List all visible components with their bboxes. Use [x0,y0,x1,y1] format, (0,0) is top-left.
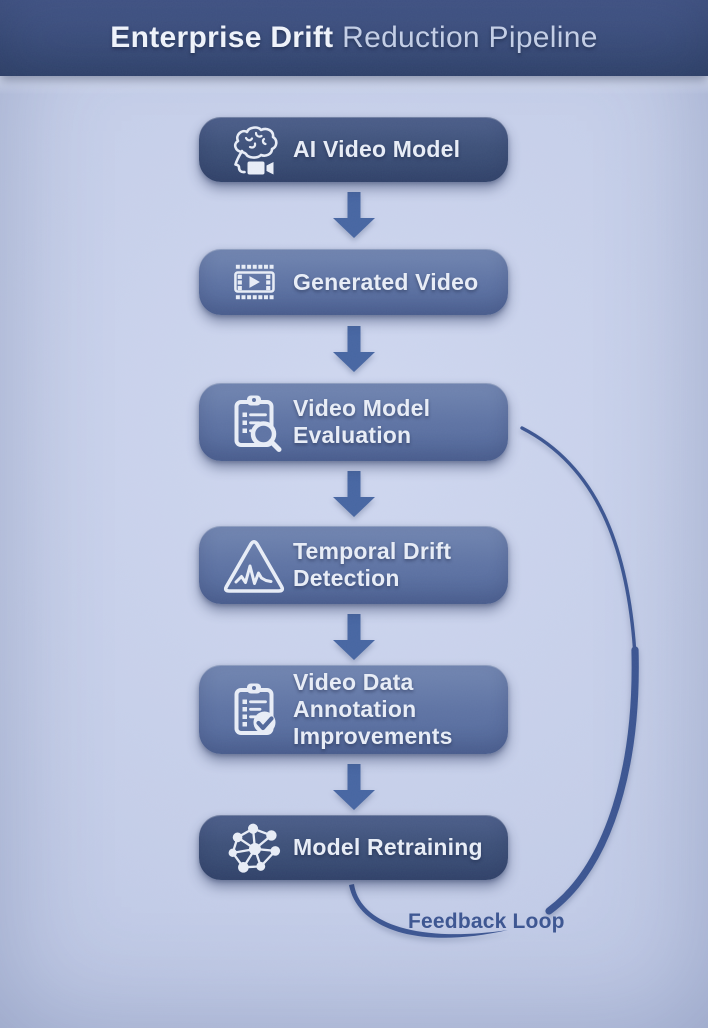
flow-arrow [333,614,375,660]
node-temporal-drift-detection: Temporal Drift Detection [199,526,508,604]
feedback-loop-label: Feedback Loop [408,910,565,933]
node-label: Model Retraining [293,834,483,861]
node-label: AI Video Model [293,136,461,163]
node-generated-video: Generated Video [199,249,508,315]
flow-arrow [333,326,375,372]
feedback-curve-upper [520,426,637,657]
network-nodes-icon [215,819,293,877]
node-label: Video Model Evaluation [293,395,431,448]
feedback-curve-lower [545,646,639,915]
flow-arrow [333,764,375,810]
clipboard-magnifier-icon [215,390,293,454]
brain-camera-icon [215,120,293,180]
node-label: Video Data Annotation Improvements [293,669,453,749]
clipboard-check-icon [215,678,293,742]
node-model-retraining: Model Retraining [199,815,508,880]
node-label: Temporal Drift Detection [293,538,452,591]
flow-arrow [333,192,375,238]
flow-arrow [333,471,375,517]
warning-waveform-icon [215,535,293,595]
node-video-data-annotation-improvements: Video Data Annotation Improvements [199,665,508,754]
node-label: Generated Video [293,268,479,295]
filmstrip-play-icon [215,253,293,311]
node-video-model-evaluation: Video Model Evaluation [199,383,508,461]
node-ai-video-model: AI Video Model [199,117,508,182]
